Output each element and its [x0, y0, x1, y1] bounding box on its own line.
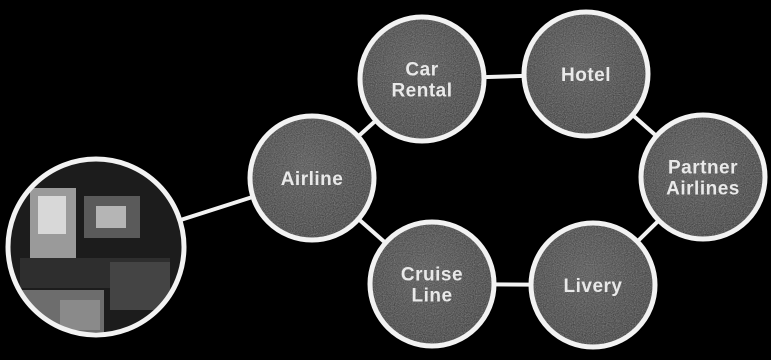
- node-ring: [521, 9, 651, 139]
- node-circle: [370, 222, 494, 346]
- node-label-airline: Airline: [281, 169, 344, 190]
- node-label-partner-airlines: Partner: [668, 158, 738, 179]
- node-hotel: Hotel: [521, 9, 651, 139]
- node-airline: Airline: [247, 113, 377, 243]
- node-livery: Livery: [528, 220, 658, 350]
- node-label-partner-airlines: Airlines: [666, 179, 740, 200]
- node-circle: [250, 116, 374, 240]
- node-ring: [528, 220, 658, 350]
- node-ring: [638, 112, 768, 242]
- photo-node: [5, 156, 187, 338]
- node-ring: [357, 14, 487, 144]
- node-label-hotel: Hotel: [561, 65, 611, 86]
- node-ring: [367, 219, 497, 349]
- node-circle: [531, 223, 655, 347]
- node-circle: [524, 12, 648, 136]
- node-label-cruise-line: Cruise: [401, 265, 463, 286]
- node-circle: [641, 115, 765, 239]
- node-label-car-rental: Rental: [391, 81, 452, 102]
- node-circle: [360, 17, 484, 141]
- node-label-cruise-line: Line: [411, 286, 452, 307]
- node-ring: [247, 113, 377, 243]
- node-label-car-rental: Car: [405, 60, 438, 81]
- node-label-livery: Livery: [564, 276, 623, 297]
